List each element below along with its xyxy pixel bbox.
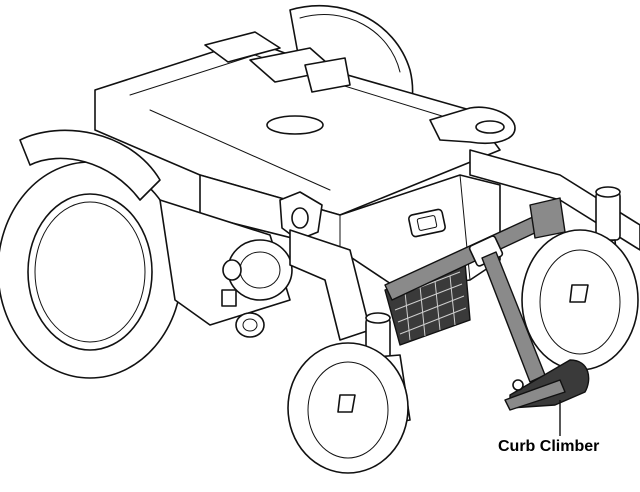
front-bracket-left bbox=[204, 31, 281, 63]
front-tiedown-loop bbox=[279, 191, 323, 241]
rear-tiedown-loop bbox=[429, 106, 516, 144]
front-left-caster bbox=[287, 312, 411, 474]
rear-bracket bbox=[304, 57, 351, 93]
motor-brake-lever bbox=[221, 289, 237, 307]
right-frame-rail bbox=[469, 149, 640, 251]
frame-top bbox=[94, 31, 501, 216]
curb-climber bbox=[384, 197, 590, 411]
crossbar-end-bracket bbox=[529, 197, 566, 239]
charger-port bbox=[408, 208, 446, 238]
left-drive-wheel bbox=[0, 129, 183, 379]
seat-mount-hole bbox=[266, 115, 324, 135]
curb-climber-label: Curb Climber bbox=[498, 438, 600, 455]
front-right-caster bbox=[521, 186, 639, 371]
motor-bolt bbox=[235, 312, 265, 338]
left-fender bbox=[19, 129, 161, 201]
electronics-housing bbox=[199, 174, 501, 291]
left-motor-assembly bbox=[159, 199, 293, 338]
right-caster-stem bbox=[595, 191, 621, 241]
front-left-leg bbox=[289, 229, 371, 341]
